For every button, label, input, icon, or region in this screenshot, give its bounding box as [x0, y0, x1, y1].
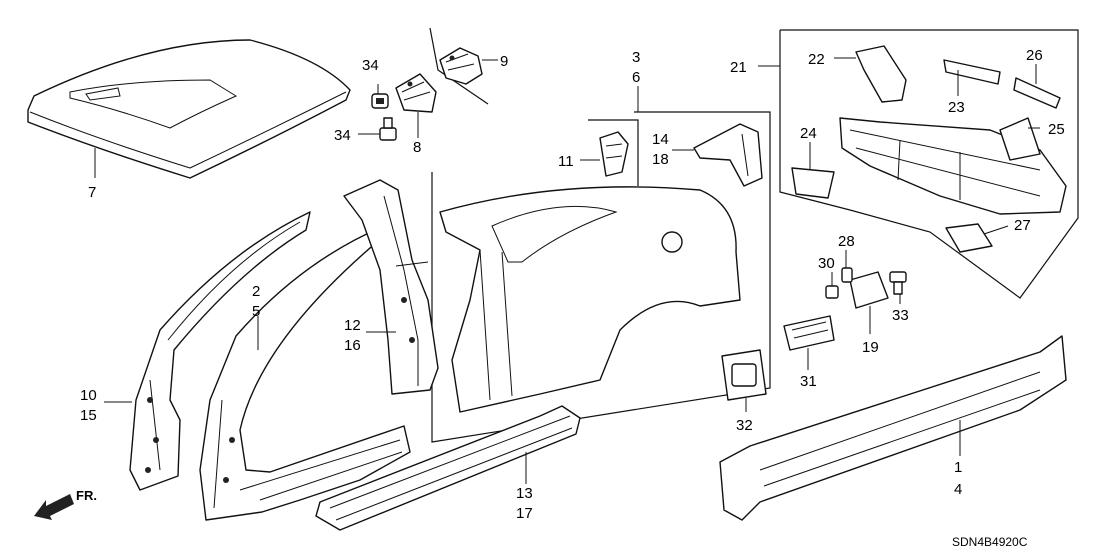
callout-31: 31	[800, 373, 817, 390]
callout-2: 2	[252, 283, 260, 300]
diagram-code: SDN4B4920C	[952, 535, 1028, 549]
fuel-lid-19	[849, 271, 889, 309]
callout-33: 33	[892, 307, 909, 324]
callout-22: 22	[808, 51, 825, 68]
callout-3: 3	[632, 49, 640, 66]
bracket-9	[439, 47, 483, 85]
callout-10: 10	[80, 387, 97, 404]
callout-9: 9	[500, 53, 508, 70]
callout-25: 25	[1048, 121, 1065, 138]
fuel-housing-32	[721, 349, 767, 401]
callout-28: 28	[838, 233, 855, 250]
front-direction-label: FR.	[76, 488, 97, 503]
clip-34-upper	[371, 93, 389, 109]
bolt-34-lower	[379, 117, 397, 141]
callout-21: 21	[730, 59, 747, 76]
bracket-23	[943, 59, 1001, 85]
callout-17: 17	[516, 505, 533, 522]
callout-30: 30	[818, 255, 835, 272]
fuel-housing-31	[783, 315, 835, 351]
callout-18: 18	[652, 151, 669, 168]
callout-34-upper: 34	[362, 57, 379, 74]
bracket-26	[1013, 77, 1061, 109]
clip-30	[825, 285, 839, 299]
center-pillar-12-16	[343, 179, 439, 395]
callout-14: 14	[652, 131, 669, 148]
callout-15: 15	[80, 407, 97, 424]
bolt-33	[889, 271, 907, 295]
callout-19: 19	[862, 339, 879, 356]
pillar-reinforcement-14-18	[693, 123, 763, 187]
inner-sill-13-17	[315, 405, 581, 531]
inner-bracket-11	[599, 131, 629, 177]
callout-34-lower: 34	[334, 127, 351, 144]
callout-7: 7	[88, 184, 96, 201]
callout-1: 1	[954, 459, 962, 476]
brace-22	[855, 45, 907, 103]
bracket-8	[395, 73, 437, 113]
callout-6: 6	[632, 69, 640, 86]
callout-11: 11	[558, 153, 574, 170]
pillar-bracket-frame	[429, 27, 489, 105]
callout-8: 8	[413, 139, 421, 156]
callout-13: 13	[516, 485, 533, 502]
front-direction-arrow: FR.	[34, 488, 97, 520]
gusset-24	[791, 167, 835, 199]
front-pillar-outer-10-15	[129, 211, 311, 491]
callout-12: 12	[344, 317, 361, 334]
rear-panel-group-frame	[779, 29, 1079, 299]
rear-quarter-panel-3-6	[439, 186, 741, 413]
callout-16: 16	[344, 337, 361, 354]
callout-32: 32	[736, 417, 753, 434]
callout-27: 27	[1014, 217, 1031, 234]
callout-5: 5	[252, 303, 260, 320]
callout-26: 26	[1026, 47, 1043, 64]
callout-4: 4	[954, 481, 962, 498]
plate-27	[945, 223, 993, 253]
callout-23: 23	[948, 99, 965, 116]
front-side-panel-2-5	[199, 225, 411, 521]
leader-27	[983, 225, 1009, 235]
inner-bracket-group-frame	[588, 119, 639, 186]
clip-28	[841, 267, 853, 283]
side-sill-1-4	[719, 335, 1067, 521]
roof-panel	[27, 39, 351, 179]
callout-24: 24	[800, 125, 817, 142]
